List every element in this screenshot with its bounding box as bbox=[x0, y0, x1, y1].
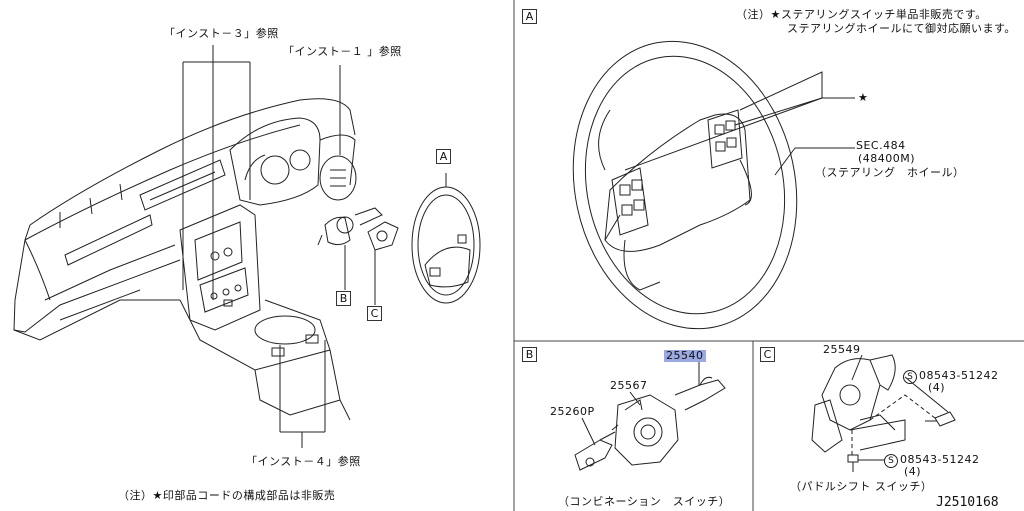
panel-b-callout: B bbox=[522, 347, 537, 362]
inst1-reference-label: 「インスト－１ 」参照 bbox=[283, 45, 402, 58]
part-25260p[interactable]: 25260P bbox=[550, 405, 595, 418]
screw-symbol-2: S bbox=[884, 454, 898, 468]
steering-wheel-large bbox=[572, 40, 798, 330]
paddle-switch-small bbox=[367, 221, 399, 305]
panel-a-callout: A bbox=[522, 9, 537, 24]
part-25540-highlighted[interactable]: 25540 bbox=[664, 349, 706, 362]
top-note-line-2: ステアリングホイールにて御対応願います。 bbox=[787, 22, 1016, 35]
screw-2-quantity: (4) bbox=[904, 465, 922, 478]
combination-switch-assembly bbox=[574, 376, 726, 471]
sec-name: （ステアリング ホイール） bbox=[815, 166, 965, 179]
part-screw-1[interactable]: 08543-51242 bbox=[919, 369, 999, 382]
top-note-line-1: （注）★ステアリングスイッチ単品非販売です。 bbox=[736, 8, 987, 21]
sec-part-number: (48400M) bbox=[858, 152, 916, 165]
combination-switch-caption: （コンビネーション スイッチ） bbox=[558, 495, 731, 508]
panel-a-leaders bbox=[624, 71, 855, 176]
star-marker: ★ bbox=[858, 91, 869, 104]
overview-callout-c: C bbox=[367, 306, 382, 321]
reference-leaders bbox=[182, 45, 341, 448]
screw-1-quantity: (4) bbox=[928, 381, 946, 394]
combination-switch-small bbox=[317, 207, 383, 290]
overview-callout-b: B bbox=[336, 291, 351, 306]
inst3-reference-label: 「インスト－３」参照 bbox=[164, 27, 279, 40]
bottom-note: （注）★印部品コードの構成部品は非販売 bbox=[118, 489, 336, 502]
part-screw-2[interactable]: 08543-51242 bbox=[900, 453, 980, 466]
panel-b-leaders bbox=[581, 362, 700, 446]
sec-reference: SEC.484 bbox=[856, 139, 906, 152]
panel-c-callout: C bbox=[760, 347, 775, 362]
steering-wheel-small bbox=[411, 173, 481, 304]
overview-callout-a: A bbox=[436, 149, 451, 164]
screw-symbol-1: S bbox=[903, 370, 917, 384]
paddle-shift-caption: （パドルシフト スイッチ） bbox=[790, 480, 933, 493]
part-25567[interactable]: 25567 bbox=[610, 379, 648, 392]
diagram-id: J2510168 bbox=[936, 495, 999, 510]
inst4-reference-label: 「インスト－４」参照 bbox=[246, 455, 361, 468]
part-25549[interactable]: 25549 bbox=[823, 343, 861, 356]
panel-dividers bbox=[513, 0, 1024, 511]
paddle-shift-assembly bbox=[811, 354, 956, 472]
dashboard-illustration bbox=[13, 98, 357, 421]
